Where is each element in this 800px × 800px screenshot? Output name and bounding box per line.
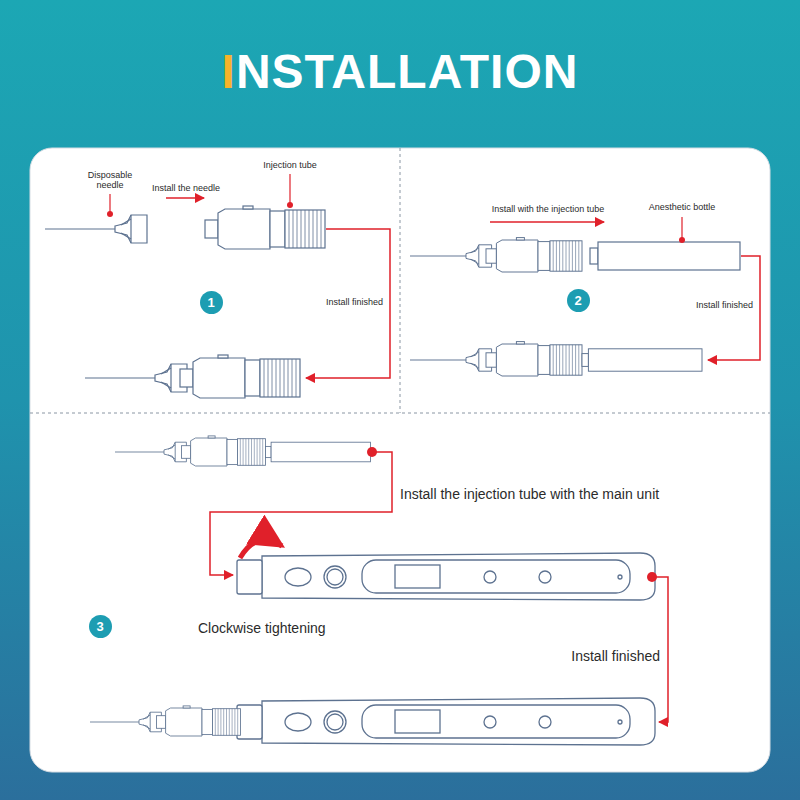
callout-number: 1 bbox=[207, 295, 214, 310]
part-label: Disposable needle bbox=[83, 170, 137, 191]
part-label: Injection tube bbox=[263, 160, 317, 170]
part-label: Install with the injection tube bbox=[492, 204, 605, 214]
part-label: Install finished bbox=[696, 300, 753, 310]
step-number: 3 bbox=[89, 615, 112, 638]
step-number: 1 bbox=[200, 291, 223, 314]
step-caption: Install finished bbox=[571, 648, 660, 664]
callout-number: 2 bbox=[574, 293, 581, 308]
callout-number: 3 bbox=[96, 619, 103, 634]
part-label: Anesthetic bottle bbox=[649, 202, 716, 212]
step-caption: Clockwise tightening bbox=[198, 620, 326, 636]
step-caption: Install the injection tube with the main… bbox=[400, 486, 659, 502]
part-label: Install finished bbox=[326, 297, 383, 307]
step-number: 2 bbox=[567, 289, 590, 312]
part-label: Install the needle bbox=[152, 183, 220, 193]
page-title: INSTALLATION bbox=[0, 44, 800, 99]
